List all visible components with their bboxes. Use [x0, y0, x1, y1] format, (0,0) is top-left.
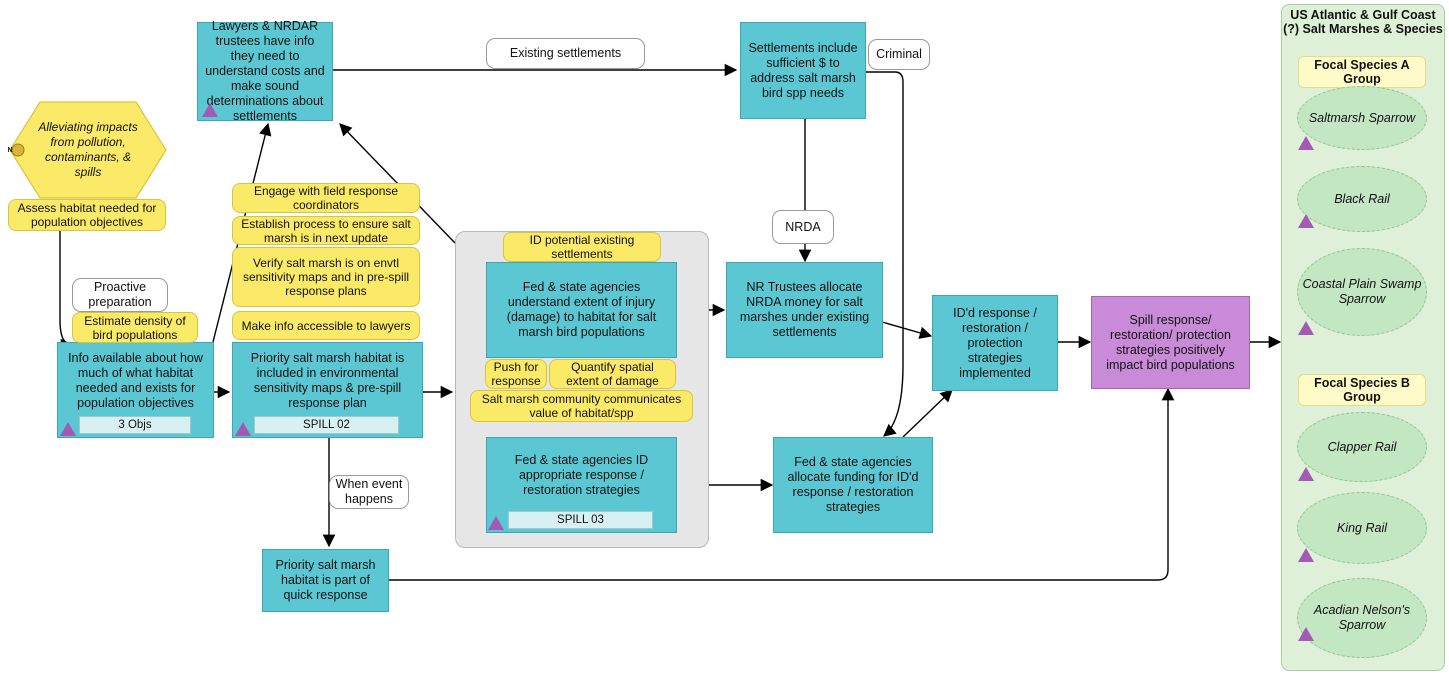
outcome-bird-populations[interactable]: Spill response/ restoration/ protection …	[1091, 296, 1250, 389]
indicator-icon	[60, 422, 76, 436]
action-id-potential[interactable]: ID potential existing settlements	[503, 232, 661, 262]
note-criminal: Criminal	[868, 39, 930, 70]
note-nrda: NRDA	[772, 210, 834, 244]
action-quantify-extent[interactable]: Quantify spatial extent of damage	[549, 359, 676, 389]
indicator-icon	[235, 422, 251, 436]
note-existing-settlements: Existing settlements	[486, 38, 645, 69]
indicator-icon	[202, 103, 218, 117]
indicator-icon	[488, 516, 504, 530]
action-engage-coordinators[interactable]: Engage with field response coordinators	[232, 183, 420, 213]
species-coastal-plain-swamp-sparrow[interactable]: Coastal Plain Swamp Sparrow	[1297, 248, 1427, 336]
species-clapper-rail[interactable]: Clapper Rail	[1297, 412, 1427, 482]
factor-quick-response[interactable]: Priority salt marsh habitat is part of q…	[262, 549, 389, 612]
action-push-response[interactable]: Push for response	[485, 359, 547, 389]
factor-agencies-allocate[interactable]: Fed & state agencies allocate funding fo…	[773, 437, 933, 533]
spill03-tag[interactable]: SPILL 03	[508, 511, 653, 529]
strategy-badge: N	[7, 146, 13, 154]
panel-title: US Atlantic & Gulf Coast (?) Salt Marshe…	[1283, 8, 1443, 36]
indicator-icon	[1298, 214, 1314, 228]
strategy-label: Alleviating impacts from pollution, cont…	[38, 120, 138, 179]
action-make-info-accessible[interactable]: Make info accessible to lawyers	[232, 311, 420, 340]
species-black-rail[interactable]: Black Rail	[1297, 166, 1427, 232]
strategy-hexagon[interactable]	[8, 100, 168, 200]
factor-nr-trustees[interactable]: NR Trustees allocate NRDA money for salt…	[726, 262, 883, 358]
note-when-event: When event happens	[329, 475, 409, 509]
focal-group-b: Focal Species B Group	[1298, 374, 1426, 406]
indicator-icon	[1298, 627, 1314, 641]
action-assess-habitat[interactable]: Assess habitat needed for population obj…	[8, 199, 166, 231]
factor-strategies-implemented[interactable]: ID'd response / restoration / protection…	[932, 295, 1058, 391]
objectives-tag[interactable]: 3 Objs	[79, 416, 191, 434]
indicator-icon	[1298, 136, 1314, 150]
spill02-tag[interactable]: SPILL 02	[254, 416, 399, 434]
action-community-communicates[interactable]: Salt marsh community communicates value …	[470, 390, 693, 422]
species-saltmarsh-sparrow[interactable]: Saltmarsh Sparrow	[1297, 86, 1427, 150]
focal-group-a: Focal Species A Group	[1298, 56, 1426, 88]
indicator-icon	[1298, 548, 1314, 562]
indicator-icon	[1298, 467, 1314, 481]
species-acadian-nelsons-sparrow[interactable]: Acadian Nelson's Sparrow	[1297, 578, 1427, 658]
action-estimate-density[interactable]: Estimate density of bird populations	[72, 312, 198, 343]
action-verify-salt-marsh[interactable]: Verify salt marsh is on envtl sensitivit…	[232, 247, 420, 307]
factor-agencies-understand[interactable]: Fed & state agencies understand extent o…	[486, 262, 677, 358]
factor-settlements[interactable]: Settlements include sufficient $ to addr…	[740, 22, 866, 119]
action-establish-process[interactable]: Establish process to ensure salt marsh i…	[232, 216, 420, 245]
indicator-icon	[1298, 321, 1314, 335]
note-proactive: Proactive preparation	[72, 278, 168, 312]
species-king-rail[interactable]: King Rail	[1297, 492, 1427, 564]
factor-lawyers-info[interactable]: Lawyers & NRDAR trustees have info they …	[197, 19, 333, 123]
